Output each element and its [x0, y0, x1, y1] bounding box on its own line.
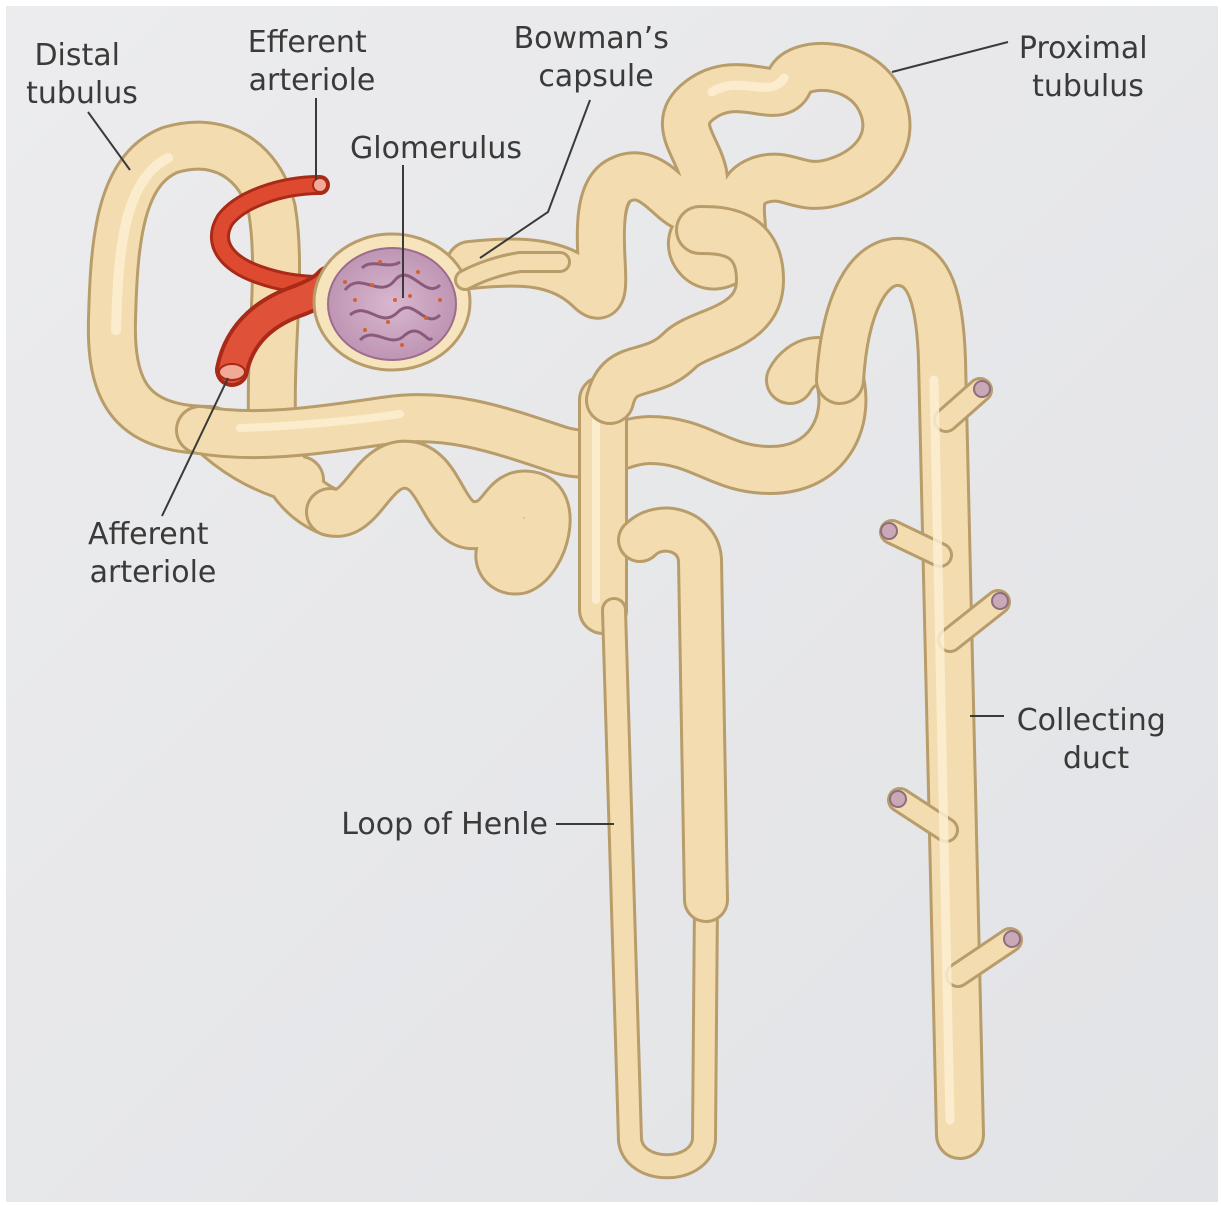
glomerulus-shape — [328, 248, 456, 360]
label-loop-of-henle: Loop of Henle — [341, 807, 548, 842]
label-glomerulus: Glomerulus — [350, 131, 522, 166]
